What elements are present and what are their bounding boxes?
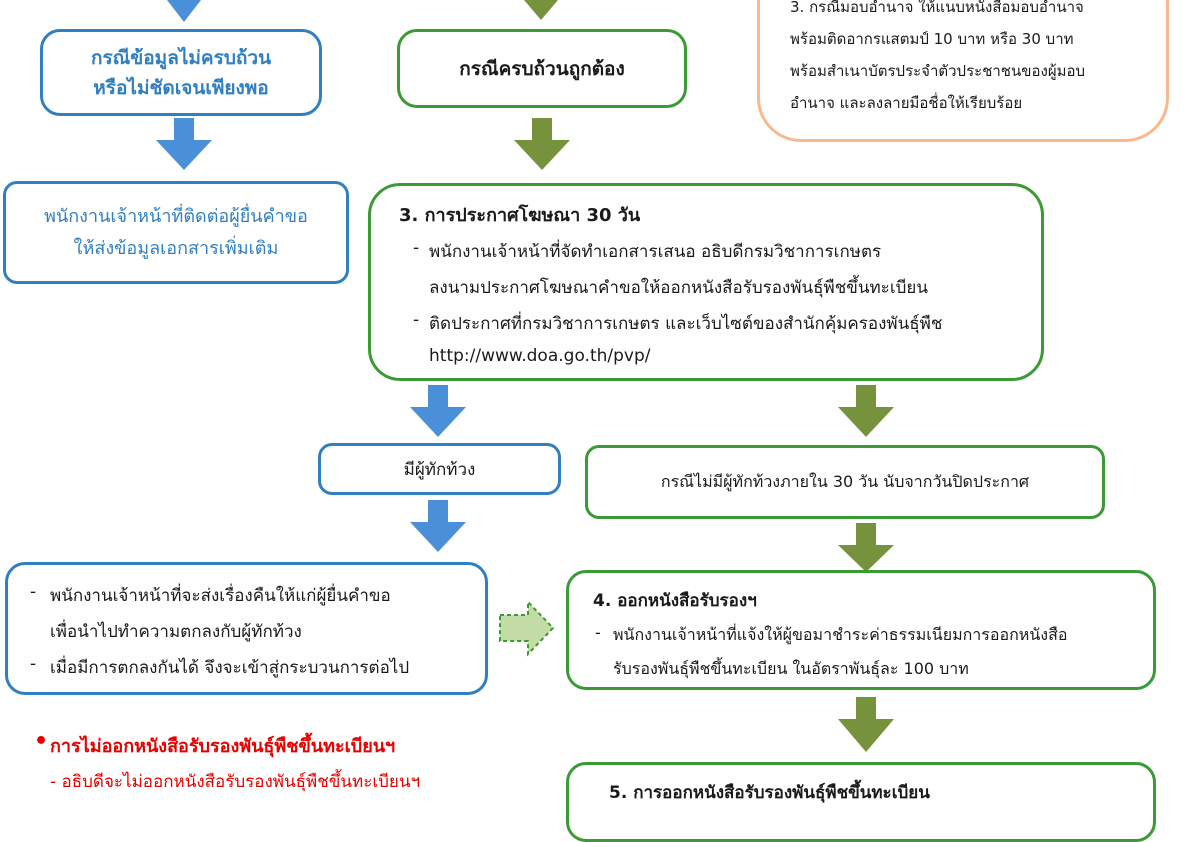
arrow-down-blue-top	[167, 0, 201, 22]
announcement-bullet2-line1: ติดประกาศที่กรมวิชาการเกษตร และเว็บไซต์ข…	[429, 314, 943, 334]
arrow-down-green-2	[838, 385, 894, 437]
refusal-line1: - อธิบดีจะไม่ออกหนังสือรับรองพันธุ์พืชขึ…	[50, 772, 421, 792]
return-case-bullet2-dash: -	[30, 654, 37, 674]
complete-case-label: กรณีครบถ้วนถูกต้อง	[459, 57, 625, 80]
incomplete-case-box: กรณีข้อมูลไม่ครบถ้วน หรือไม่ชัดเจนเพียงพ…	[40, 29, 322, 116]
announcement-box: 3. การประกาศโฆษณา 30 วัน - พนักงานเจ้าหน…	[368, 183, 1044, 381]
return-case-bullet1-line2: เพื่อนำไปทำความตกลงกับผู้ทักท้วง	[50, 622, 302, 642]
no-objection-box: กรณีไม่มีผู้ทักท้วงภายใน 30 วัน นับจากวั…	[585, 445, 1105, 519]
issue-cert-bullet1-line2: รับรองพันธุ์พืชขึ้นทะเบียน ในอัตราพันธุ์…	[613, 659, 969, 678]
arrow-down-blue-1	[156, 118, 212, 170]
proxy-note-box: 3. กรณีมอบอำนาจ ให้แนบหนังสือมอบอำนาจ พร…	[757, 0, 1169, 142]
complete-case-box: กรณีครบถ้วนถูกต้อง	[397, 29, 687, 108]
announcement-bullet2-dash: -	[413, 310, 420, 330]
arrow-down-green-1	[514, 118, 570, 170]
proxy-note-line3: พร้อมสำเนาบัตรประจำตัวประชาชนของผู้มอบ	[790, 62, 1086, 80]
announcement-url: http://www.doa.go.th/pvp/	[429, 346, 651, 366]
contact-applicant-box: พนักงานเจ้าหน้าที่ติดต่อผู้ยื่นคำขอ ให้ส…	[3, 181, 349, 284]
arrow-down-blue-2	[410, 385, 466, 437]
issue-cert-bullet1-line1: พนักงานเจ้าหน้าที่แจ้งให้ผู้ขอมาชำระค่าธ…	[613, 625, 1068, 644]
return-case-bullet1-line1: พนักงานเจ้าหน้าที่จะส่งเรื่องคืนให้แก่ผู…	[50, 586, 391, 606]
refusal-title: การไม่ออกหนังสือรับรองพันธุ์พืชขึ้นทะเบี…	[50, 736, 396, 757]
incomplete-case-line2: หรือไม่ชัดเจนเพียงพอ	[93, 76, 269, 99]
cert-issuance-title: 5. การออกหนังสือรับรองพันธุ์พืชขึ้นทะเบี…	[609, 783, 930, 803]
incomplete-case-line1: กรณีข้อมูลไม่ครบถ้วน	[90, 46, 272, 69]
arrow-down-green-4	[838, 697, 894, 752]
refusal-bullet: •	[34, 729, 49, 754]
issue-cert-box: 4. ออกหนังสือรับรองฯ - พนักงานเจ้าหน้าที…	[566, 570, 1156, 690]
arrow-down-green-top	[524, 0, 558, 20]
arrow-down-blue-3	[410, 500, 466, 552]
objection-label: มีผู้ทักท้วง	[403, 459, 476, 480]
issue-cert-title: 4. ออกหนังสือรับรองฯ	[593, 591, 757, 611]
objection-box: มีผู้ทักท้วง	[318, 443, 561, 495]
issue-cert-bullet1-dash: -	[595, 623, 601, 642]
return-case-bullet1-dash: -	[30, 582, 37, 602]
contact-applicant-line1: พนักงานเจ้าหน้าที่ติดต่อผู้ยื่นคำขอ	[44, 205, 308, 227]
announcement-title: 3. การประกาศโฆษณา 30 วัน	[399, 205, 641, 226]
arrow-down-green-3	[838, 523, 894, 572]
announcement-bullet1-line2: ลงนามประกาศโฆษณาคำขอให้ออกหนังสือรับรองพ…	[429, 278, 929, 298]
contact-applicant-line2: ให้ส่งข้อมูลเอกสารเพิ่มเติม	[73, 237, 279, 259]
cert-issuance-box: 5. การออกหนังสือรับรองพันธุ์พืชขึ้นทะเบี…	[566, 762, 1156, 842]
proxy-note-line2: พร้อมติดอากรแสตมป์ 10 บาท หรือ 30 บาท	[790, 30, 1074, 48]
arrow-right-dashed	[499, 599, 555, 657]
return-case-box: - พนักงานเจ้าหน้าที่จะส่งเรื่องคืนให้แก่…	[5, 562, 488, 695]
proxy-note-line4: อำนาจ และลงลายมือชื่อให้เรียบร้อย	[790, 94, 1023, 112]
announcement-bullet1-dash: -	[413, 238, 420, 258]
return-case-bullet2-line1: เมื่อมีการตกลงกันได้ จึงจะเข้าสู่กระบวนก…	[50, 658, 410, 678]
announcement-bullet1-line1: พนักงานเจ้าหน้าที่จัดทำเอกสารเสนอ อธิบดี…	[429, 242, 882, 262]
no-objection-label: กรณีไม่มีผู้ทักท้วงภายใน 30 วัน นับจากวั…	[660, 471, 1030, 491]
proxy-note-line1: 3. กรณีมอบอำนาจ ให้แนบหนังสือมอบอำนาจ	[790, 0, 1084, 16]
